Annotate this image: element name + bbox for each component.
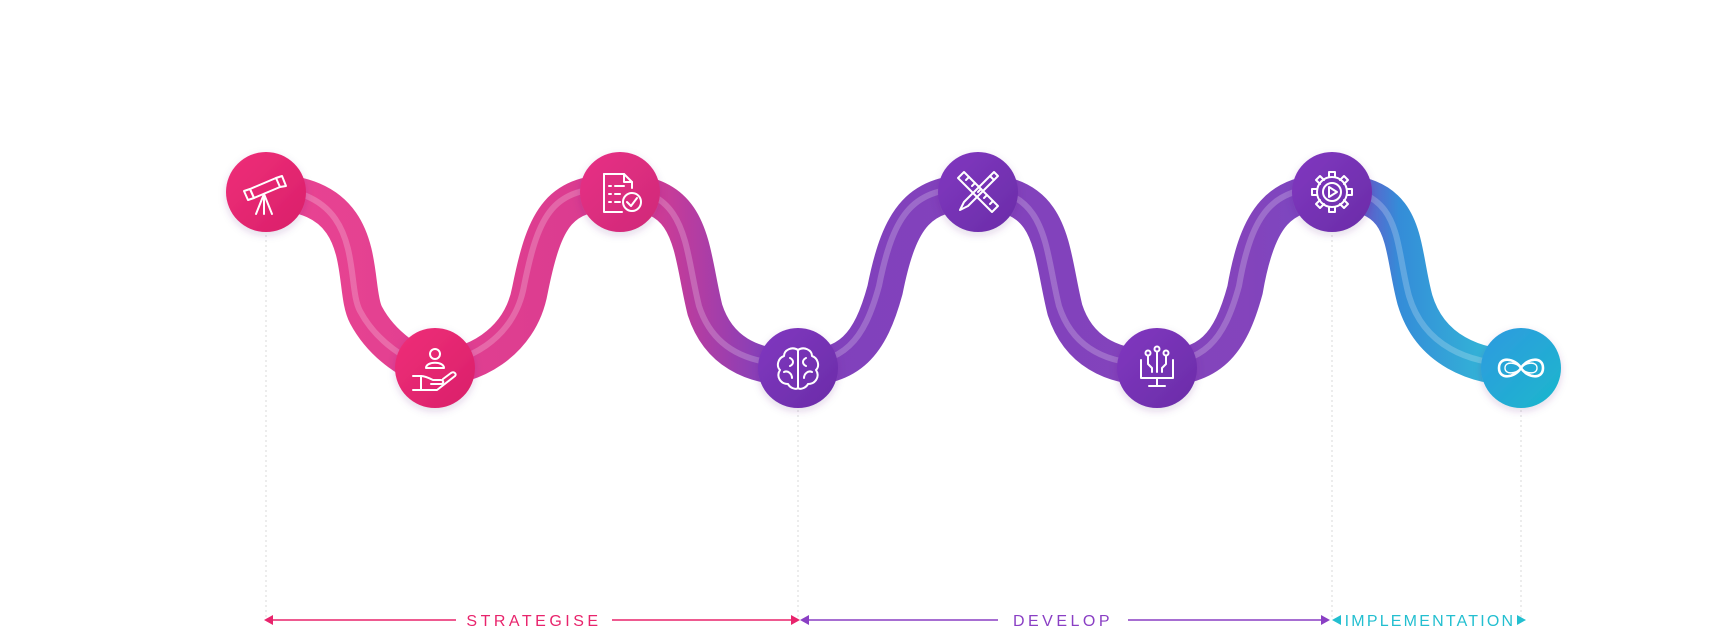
phase-label-implementation: IMPLEMENTATION <box>1345 613 1516 630</box>
phase-develop: DEVELOP <box>800 613 1330 630</box>
phase-implementation: IMPLEMENTATION <box>1332 613 1526 630</box>
step-1 <box>226 152 306 232</box>
gear-play-icon <box>1311 171 1353 213</box>
telescope-icon <box>243 175 287 215</box>
step-8 <box>1481 328 1561 408</box>
step-4 <box>758 328 838 408</box>
phase-strategise: STRATEGISE <box>264 613 800 630</box>
infinity-icon <box>1497 358 1545 378</box>
step-5 <box>938 152 1018 232</box>
step-3 <box>580 152 660 232</box>
pencil-ruler-icon <box>957 171 999 213</box>
step-6 <box>1117 328 1197 408</box>
hand-person-icon <box>412 348 457 391</box>
phase-label-develop: DEVELOP <box>1013 613 1113 630</box>
step-2 <box>395 328 475 408</box>
monitor-network-icon <box>1140 345 1174 387</box>
checklist-document-icon <box>603 173 642 213</box>
guide-lines <box>265 210 1522 620</box>
steps <box>226 152 1561 408</box>
brain-icon <box>776 347 820 390</box>
phase-label-strategise: STRATEGISE <box>466 613 601 630</box>
step-7 <box>1292 152 1372 232</box>
